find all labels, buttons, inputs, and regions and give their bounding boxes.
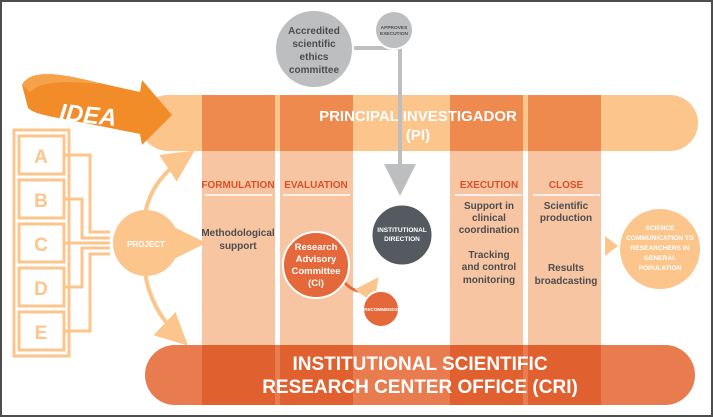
committee-line-2: Advisory: [296, 254, 337, 265]
committee-circle: [282, 231, 350, 299]
close-title: CLOSE: [549, 180, 584, 191]
committee-line-1: Research: [295, 242, 338, 253]
pi-overlap-close: [528, 95, 601, 151]
project-to-cri-arrow: [143, 271, 188, 346]
pi-overlap-formulation: [202, 95, 275, 151]
approves-circle: [374, 10, 414, 50]
cri-overlap-close: [528, 345, 601, 405]
pi-overlap-evaluation: [280, 95, 353, 151]
pi-title: PRINCIPAL INVESTIGADOR: [319, 108, 517, 125]
cri-title: INSTITUTIONAL SCIENTIFIC: [292, 354, 547, 375]
direction-line-2: DIRECTION: [384, 236, 420, 243]
recommends-label: RECOMMENDS: [364, 307, 398, 312]
idea-arrow-shape: [22, 74, 172, 145]
committee-line-4: (Ci): [308, 278, 324, 289]
execution-line-5: and control: [462, 262, 517, 273]
science-line-3: RESEARCHERS IN: [631, 245, 690, 252]
execution-line-3: coordination: [459, 225, 520, 236]
cri-subtitle: RESEARCH CENTER OFFICE (CRI): [262, 377, 578, 398]
close-line-4: broadcasting: [535, 276, 598, 287]
idea-label: IDEA: [58, 99, 118, 132]
cri-overlap-evaluation: [280, 345, 353, 405]
execution-line-2: clinical: [472, 213, 506, 224]
connector-e: [64, 252, 110, 333]
project-circle: [113, 210, 179, 276]
cri-overlap-formulation: [202, 345, 275, 405]
idea-arrow-highlight: [22, 74, 100, 92]
close-line-2: production: [540, 213, 592, 224]
formulation-line-1: Methodological: [201, 228, 275, 239]
letter-connectors: [64, 153, 110, 333]
direction-circle: [369, 202, 435, 268]
ethics-line-3: ethics: [300, 52, 329, 63]
connector-a: [64, 153, 110, 234]
science-line-1: SCIENCE: [645, 225, 675, 232]
close-line-3: Results: [548, 263, 585, 274]
ethics-committee-circle: [274, 9, 354, 89]
recommends-circle: [362, 290, 400, 328]
letter-a: A: [34, 147, 48, 168]
committee-line-3: Committee: [291, 266, 340, 277]
letter-b: B: [34, 191, 48, 212]
close-line-1: Scientific: [544, 201, 589, 212]
execution-line-6: monitoring: [463, 275, 515, 286]
formulation-line-2: support: [219, 241, 257, 252]
pi-overlap-execution: [450, 95, 523, 151]
formulation-title: FORMULATION: [201, 180, 274, 191]
ethics-line-4: committee: [289, 65, 339, 76]
evaluation-title: EVALUATION: [284, 180, 348, 191]
approves-line-1: APPROVES: [381, 25, 408, 31]
connector-d: [64, 246, 110, 289]
execution-line-1: Support in: [464, 201, 514, 212]
approves-line-2: EXECUTION: [380, 31, 409, 37]
ethics-line-1: Accredited: [288, 26, 340, 37]
pi-subtitle: (PI): [406, 127, 430, 144]
execution-title: EXECUTION: [460, 180, 518, 191]
committee-to-direction-arrow: [343, 277, 379, 304]
science-line-2: COMMUNICATION TO: [626, 235, 694, 242]
ethics-line-2: scientific: [292, 39, 336, 50]
science-line-5: POPULATION: [639, 265, 682, 272]
letter-c: C: [34, 235, 48, 256]
execution-line-4: Tracking: [468, 250, 509, 261]
direction-line-1: INSTITUTIONAL: [377, 227, 426, 234]
letter-e: E: [35, 323, 48, 344]
idea-arrow: IDEA: [22, 74, 172, 145]
connector-b: [64, 197, 110, 240]
close-to-science-arrow: [605, 236, 618, 256]
cri-overlap-execution: [450, 345, 523, 405]
project-to-pi-arrow: [143, 150, 195, 216]
science-circle: [618, 207, 702, 291]
science-line-4: GENERAL: [644, 255, 676, 262]
letter-d: D: [34, 279, 48, 300]
project-label: PROJECT: [127, 240, 165, 249]
